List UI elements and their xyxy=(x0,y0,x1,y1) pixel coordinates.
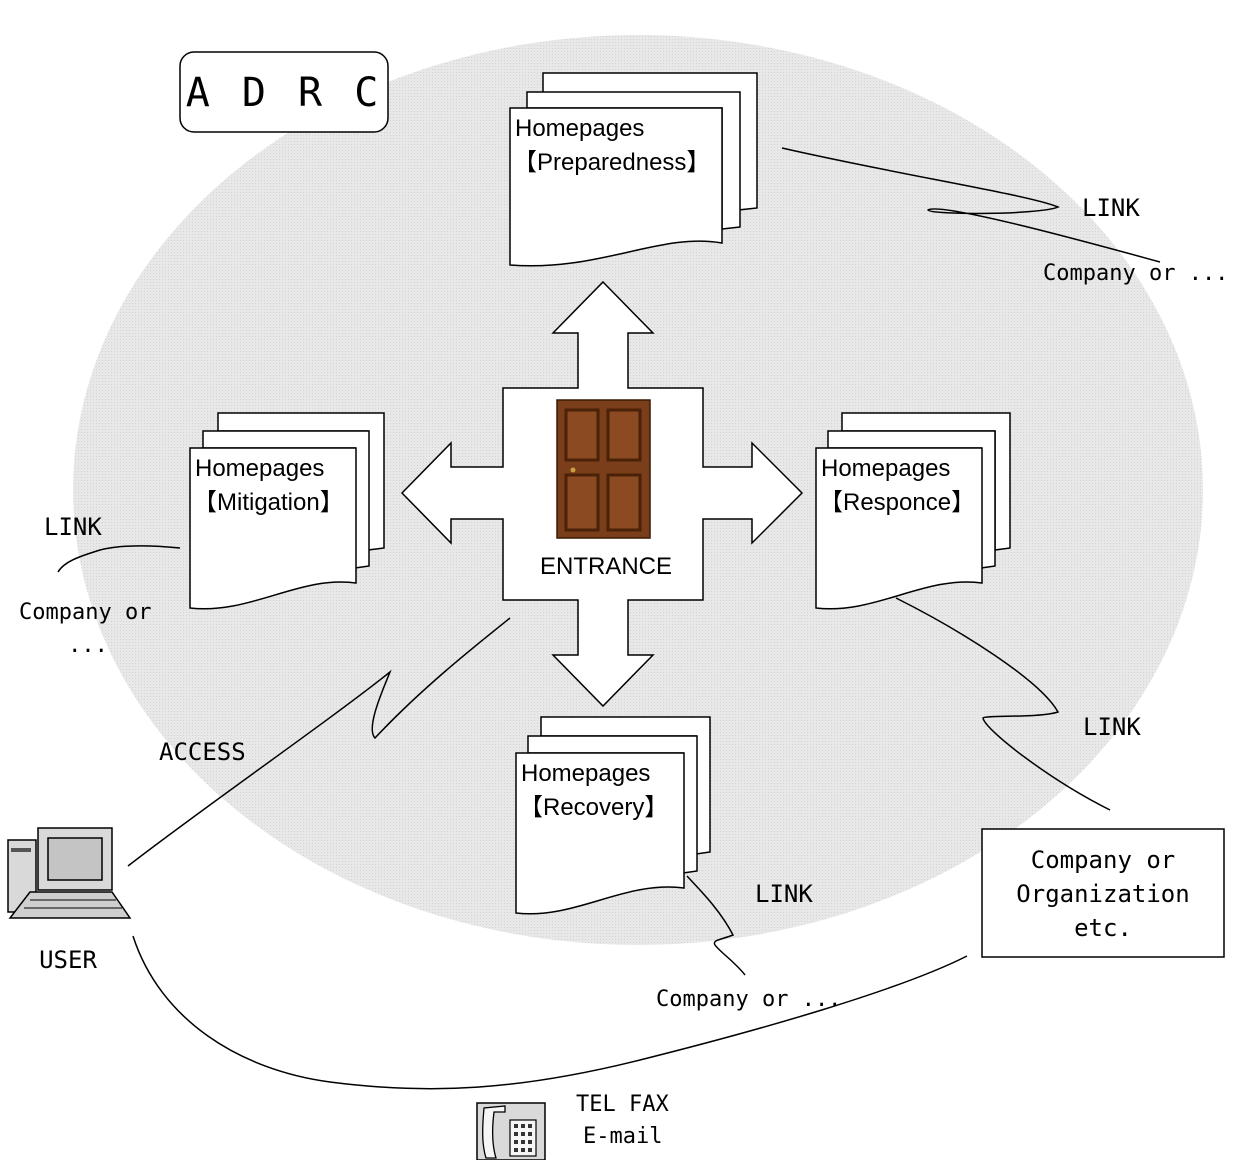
mitigation-title: Homepages xyxy=(195,455,324,482)
link-target-left-line1: Company or xyxy=(19,600,151,625)
computer-icon xyxy=(7,827,132,919)
organization-line2: Organization xyxy=(1016,880,1189,908)
contact-line2: E-mail xyxy=(583,1124,662,1149)
telephone-icon xyxy=(476,1102,546,1160)
adrc-title: A D R C xyxy=(186,70,383,116)
contact-line xyxy=(132,935,968,1090)
link-line-right xyxy=(895,597,1111,811)
entrance-label: ENTRANCE xyxy=(540,553,672,580)
link-label-left: LINK xyxy=(44,513,102,541)
organization-box: Company or Organization etc. xyxy=(981,828,1225,958)
access-label: ACCESS xyxy=(159,738,246,766)
mitigation-subtitle: 【Mitigation】 xyxy=(193,489,344,516)
responce-page-stack: Homepages 【Responce】 xyxy=(815,412,1011,610)
responce-title: Homepages xyxy=(821,455,950,482)
contact-line1: TEL FAX xyxy=(576,1092,669,1117)
access-line xyxy=(127,617,511,867)
recovery-subtitle: 【Recovery】 xyxy=(519,794,668,821)
recovery-page-stack: Homepages 【Recovery】 xyxy=(515,716,711,915)
link-label-right: LINK xyxy=(1083,713,1141,741)
recovery-title: Homepages xyxy=(521,760,650,787)
user-label: USER xyxy=(39,946,97,974)
link-line-left xyxy=(57,545,181,573)
door-icon xyxy=(556,399,651,539)
link-target-left-line2: ... xyxy=(68,633,108,658)
link-target-top-right: Company or ... xyxy=(1043,261,1228,286)
link-line-top-right xyxy=(781,147,1161,263)
link-line-bottom xyxy=(686,875,746,976)
link-label-top-right: LINK xyxy=(1082,194,1140,222)
mitigation-page-stack: Homepages 【Mitigation】 xyxy=(189,412,385,610)
preparedness-title: Homepages xyxy=(515,115,644,142)
organization-line3: etc. xyxy=(1074,914,1132,942)
adrc-title-box: A D R C xyxy=(179,51,389,133)
link-label-bottom: LINK xyxy=(755,880,813,908)
link-target-bottom: Company or ... xyxy=(656,987,841,1012)
responce-subtitle: 【Responce】 xyxy=(819,489,975,516)
preparedness-page-stack: Homepages 【Preparedness】 xyxy=(509,72,758,267)
preparedness-subtitle: 【Preparedness】 xyxy=(513,149,710,176)
organization-line1: Company or xyxy=(1031,846,1176,874)
